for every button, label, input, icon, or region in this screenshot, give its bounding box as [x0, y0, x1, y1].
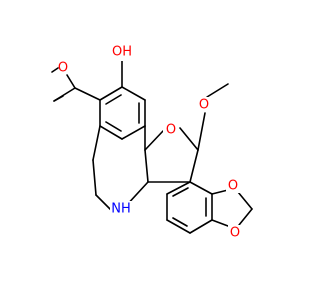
methoxy-left-oxygen-bond [66, 74, 76, 89]
bond-lines [53, 59, 253, 234]
ring-oxygen-label: O [163, 122, 178, 138]
amine-label: NH [110, 201, 132, 217]
methoxy-oxygen-right-label: O [197, 97, 212, 113]
methoxy-left-terminal-bond [51, 67, 59, 73]
svg-text:O: O [58, 61, 68, 76]
atom-labels: OH O O O O O NH [51, 45, 243, 241]
svg-text:O: O [166, 123, 176, 138]
svg-text:NH: NH [111, 202, 131, 217]
dioxole-oxygen-bottom-label: O [228, 225, 243, 241]
svg-text:O: O [228, 179, 238, 194]
svg-text:O: O [199, 98, 209, 113]
svg-text:O: O [230, 226, 240, 241]
methoxy-oxygen-left-label: O [56, 60, 71, 76]
dioxole-oxygen-top-label: O [226, 178, 241, 194]
molecule-structure: OH O O O O O NH [51, 45, 253, 241]
svg-text:OH: OH [112, 45, 132, 60]
hydroxyl-label: OH [112, 45, 133, 61]
methoxy-left-methyl-bond [53, 95, 64, 102]
